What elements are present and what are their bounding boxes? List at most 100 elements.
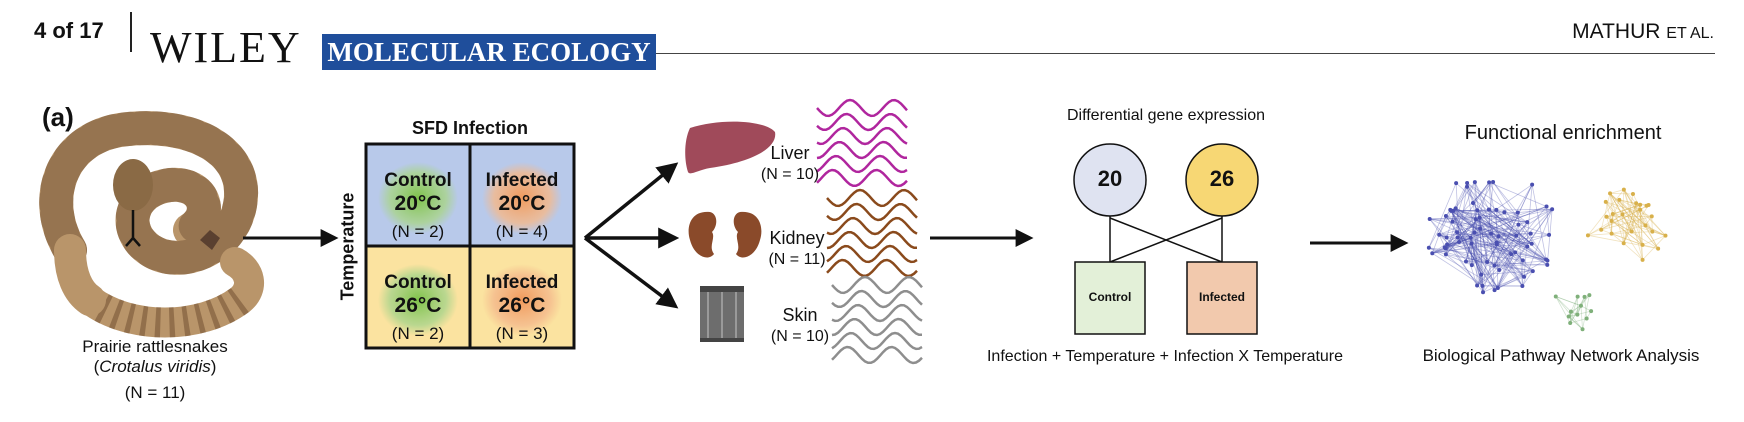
network-edge: [1555, 296, 1583, 330]
network-edge: [1623, 189, 1646, 226]
network-edge: [1453, 210, 1518, 214]
header-rule: [656, 53, 1715, 54]
expression-wave: [826, 188, 918, 208]
network-edge: [1432, 232, 1475, 254]
expression-wave: [826, 230, 917, 250]
network-edge: [1569, 296, 1585, 324]
tissue-n: (N = 10): [770, 328, 830, 345]
network-edge: [1623, 189, 1659, 249]
network-edge: [1527, 246, 1548, 266]
cell-group: Infected: [485, 170, 559, 191]
network-edge: [1479, 217, 1512, 255]
network-edge: [1569, 296, 1579, 324]
network-edge: [1455, 186, 1468, 209]
network-edge: [1474, 181, 1490, 210]
network-node: [1610, 211, 1615, 216]
network-edge: [1452, 182, 1468, 212]
network-edge: [1453, 209, 1478, 212]
network-node: [1644, 203, 1649, 208]
network-edge: [1456, 231, 1488, 263]
network-edge: [1455, 207, 1532, 245]
cell-n: (N = 2): [391, 222, 445, 241]
network-edge: [1455, 182, 1517, 237]
network-edge: [1492, 181, 1547, 260]
network-edge: [1555, 296, 1582, 307]
network-edge: [1488, 182, 1547, 207]
network-edge: [1476, 210, 1500, 271]
network-edge: [1445, 209, 1490, 249]
network-edge: [1429, 218, 1550, 236]
network-edge: [1606, 216, 1666, 237]
snake-name: Prairie rattlesnakes: [82, 337, 228, 356]
network-edge: [1497, 253, 1512, 289]
network-edge: [1521, 260, 1524, 287]
network-edge: [1494, 270, 1533, 291]
running-author: MATHUR ET AL.: [1572, 20, 1714, 44]
network-edge: [1482, 244, 1498, 293]
network-node: [1566, 314, 1571, 319]
network-edge: [1465, 219, 1477, 262]
network-edge: [1449, 209, 1482, 275]
enrichment-title: Functional enrichment: [1464, 122, 1662, 144]
network-edge: [1488, 182, 1499, 237]
publisher-logo: WILEY: [150, 23, 302, 72]
network-edge: [1458, 182, 1468, 243]
dge-title: Differential gene expression: [1066, 107, 1266, 124]
network-node: [1455, 230, 1460, 235]
network-edge: [1496, 209, 1528, 223]
network-edge: [1476, 244, 1498, 286]
network-edge: [1446, 237, 1478, 286]
network-edge: [1445, 206, 1547, 249]
network-node: [1443, 246, 1448, 251]
network-edge: [1632, 193, 1653, 232]
network-edge: [1635, 203, 1646, 226]
expression-wave: [826, 216, 918, 236]
network-edge: [1619, 199, 1646, 226]
network-edge: [1570, 318, 1587, 324]
network-edge: [1600, 193, 1611, 230]
tissue-name: Liver: [770, 143, 810, 163]
tissue-name: Kidney: [769, 228, 825, 248]
network-edge: [1498, 236, 1500, 270]
network-edge: [1642, 235, 1666, 246]
network-edge: [1496, 244, 1512, 255]
infection-temperature-grid: [364, 142, 576, 350]
network-edge: [1432, 184, 1533, 254]
network-edge: [1431, 234, 1440, 254]
network-edge: [1568, 316, 1583, 330]
network-edge: [1450, 209, 1516, 253]
cell-n: (N = 2): [391, 324, 445, 343]
network-edge: [1451, 210, 1528, 223]
network-edge: [1438, 210, 1452, 235]
network-edge: [1471, 243, 1499, 289]
network-edge: [1470, 210, 1478, 238]
expression-wave: [816, 126, 908, 146]
network-edge: [1466, 182, 1497, 211]
design-row-axis: Temperature: [337, 192, 358, 301]
network-edge: [1450, 210, 1473, 266]
network-edge: [1515, 251, 1548, 262]
network-node: [1472, 180, 1477, 185]
network-node: [1472, 230, 1477, 235]
network-edge: [1496, 209, 1517, 236]
network-edge: [1587, 220, 1612, 236]
network-edge: [1450, 210, 1482, 275]
network-edge: [1429, 218, 1484, 293]
network-edge: [1609, 193, 1633, 232]
network-edge: [1474, 181, 1497, 243]
network-edge: [1455, 208, 1484, 293]
network-edge: [1605, 201, 1646, 226]
network-node: [1640, 257, 1645, 262]
network-node: [1575, 294, 1580, 299]
network-node: [1453, 206, 1458, 211]
network-edge: [1611, 213, 1614, 234]
network-edge: [1470, 237, 1484, 293]
network-node: [1469, 241, 1474, 246]
network-node: [1513, 250, 1518, 255]
network-edge: [1429, 218, 1447, 238]
network-edge: [1623, 204, 1641, 244]
network-edge: [1497, 276, 1525, 289]
network-node: [1426, 245, 1431, 250]
network-edge: [1612, 204, 1641, 215]
network-edge: [1622, 214, 1643, 246]
